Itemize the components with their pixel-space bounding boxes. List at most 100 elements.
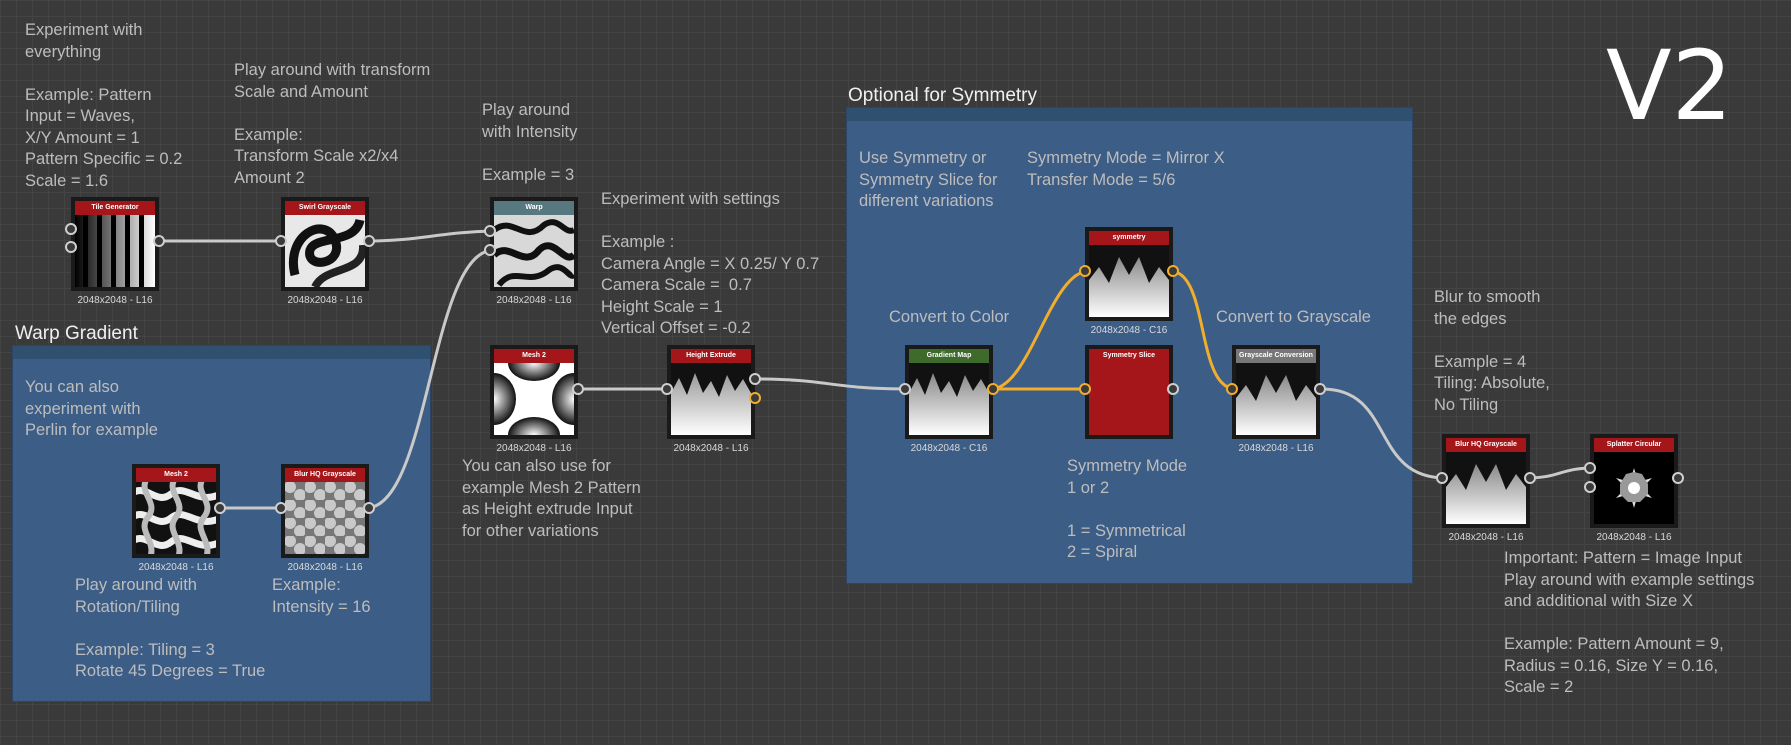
comment-swirl: Play around with transform Scale and Amo… [234, 61, 431, 187]
node-symmetry-title: symmetry [1089, 231, 1169, 245]
node-mesh2-bottom-res: 2048x2048 - L16 [138, 562, 214, 573]
swirl-grayscale-preview [285, 215, 365, 287]
node-mesh2-top-res: 2048x2048 - L16 [496, 443, 572, 454]
comment-rotation: Play around with Rotation/Tiling Example… [75, 576, 266, 680]
comment-tile: Experiment with everything Example: Patt… [25, 21, 183, 190]
symmetry-preview [1089, 245, 1169, 317]
wire-extrude-gradient [753, 377, 910, 391]
gradient-map-output[interactable] [987, 383, 999, 395]
comment-warp: Play around with Intensity Example = 3 [482, 101, 578, 184]
splatter-circular-input-2[interactable] [1584, 481, 1596, 493]
node-swirl-grayscale[interactable]: Swirl Grayscale 2048x2048 - L16 [275, 197, 375, 306]
mesh2-top-preview [494, 363, 574, 435]
height-extrude-output-2[interactable] [749, 392, 761, 404]
node-warp[interactable]: Warp 2048x2048 - L16 [484, 197, 578, 306]
blur-hq-right-output[interactable] [1524, 472, 1536, 484]
wire-gray-blurright [1321, 387, 1447, 480]
node-height-extrude[interactable]: Height Extrude 2048x2048 - L16 [661, 345, 761, 454]
wire-swirl-warp [365, 229, 495, 243]
node-grayscale-conversion[interactable]: Grayscale Conversion 2048x2048 - L16 [1226, 345, 1326, 454]
tile-generator-input-2[interactable] [65, 241, 77, 253]
comment-blur: Blur to smooth the edges Example = 4 Til… [1434, 288, 1550, 414]
tile-generator-output[interactable] [153, 235, 165, 247]
blur-hq-left-input[interactable] [275, 502, 287, 514]
node-grayscale-conversion-title: Grayscale Conversion [1236, 349, 1316, 363]
node-blur-hq-right[interactable]: Blur HQ Grayscale 2048x2048 - L16 [1436, 434, 1536, 543]
symmetry-slice-preview [1089, 363, 1169, 435]
node-splatter-circular[interactable]: Splatter Circular 2048x2048 - L16 [1584, 434, 1684, 543]
comment-perlin: You can also experiment with Perlin for … [25, 378, 158, 439]
warp-input-2[interactable] [484, 244, 496, 256]
blur-hq-left-preview [285, 482, 365, 554]
node-blur-hq-right-title: Blur HQ Grayscale [1446, 438, 1526, 452]
blur-hq-right-input[interactable] [1436, 472, 1448, 484]
node-tile-generator-title: Tile Generator [75, 201, 155, 215]
node-mesh2-top[interactable]: Mesh 2 2048x2048 - L16 [490, 345, 584, 454]
node-mesh2-top-title: Mesh 2 [494, 349, 574, 363]
mesh2-top-output[interactable] [572, 383, 584, 395]
node-symmetry[interactable]: symmetry 2048x2048 - C16 [1079, 227, 1179, 336]
gradient-map-preview [909, 363, 989, 435]
symmetry-slice-output[interactable] [1167, 383, 1179, 395]
wire-symmetry-gray [1169, 269, 1237, 391]
node-symmetry-slice-title: Symmetry Slice [1089, 349, 1169, 363]
node-grayscale-conversion-res: 2048x2048 - L16 [1238, 443, 1314, 454]
symmetry-frame-title: Optional for Symmetry [848, 85, 1037, 106]
node-tile-generator[interactable]: Tile Generator 2048x2048 - L16 [65, 197, 165, 306]
splatter-circular-input-1[interactable] [1584, 462, 1596, 474]
node-tile-generator-res: 2048x2048 - L16 [77, 295, 153, 306]
symmetry-output[interactable] [1167, 265, 1179, 277]
node-blur-hq-left[interactable]: Blur HQ Grayscale 2048x2048 - L16 [275, 464, 375, 573]
version-label: V2 [1606, 30, 1733, 142]
mesh2-bottom-preview [136, 482, 216, 554]
node-swirl-grayscale-res: 2048x2048 - L16 [287, 295, 363, 306]
node-gradient-map-res: 2048x2048 - C16 [910, 443, 988, 454]
node-symmetry-slice[interactable]: Symmetry Slice [1079, 345, 1179, 439]
symmetry-slice-input[interactable] [1079, 383, 1091, 395]
node-splatter-circular-res: 2048x2048 - L16 [1596, 532, 1672, 543]
height-extrude-output-1[interactable] [749, 373, 761, 385]
grayscale-conversion-input[interactable] [1226, 383, 1238, 395]
gradient-map-input[interactable] [899, 383, 911, 395]
blur-hq-right-preview [1446, 452, 1526, 524]
mesh2-bottom-output[interactable] [214, 502, 226, 514]
node-warp-title: Warp [494, 201, 574, 215]
node-blur-hq-left-res: 2048x2048 - L16 [287, 562, 363, 573]
node-mesh2-bottom[interactable]: Mesh 2 2048x2048 - L16 [132, 464, 226, 573]
comment-sym-mode2: Symmetry Mode 1 or 2 1 = Symmetrical 2 =… [1067, 457, 1188, 561]
node-height-extrude-res: 2048x2048 - L16 [673, 443, 749, 454]
node-swirl-grayscale-title: Swirl Grayscale [285, 201, 365, 215]
node-height-extrude-title: Height Extrude [671, 349, 751, 363]
blur-hq-left-output[interactable] [363, 502, 375, 514]
node-symmetry-res: 2048x2048 - C16 [1090, 325, 1168, 336]
node-splatter-circular-title: Splatter Circular [1594, 438, 1674, 452]
height-extrude-input[interactable] [661, 383, 673, 395]
tile-generator-preview [75, 215, 155, 287]
grayscale-conversion-preview [1236, 363, 1316, 435]
comment-to-color: Convert to Color [889, 308, 1010, 326]
node-mesh2-bottom-title: Mesh 2 [136, 468, 216, 482]
warp-input-1[interactable] [484, 225, 496, 237]
comment-mesh-alt: You can also use for example Mesh 2 Patt… [462, 457, 641, 540]
comment-to-gray: Convert to Grayscale [1216, 308, 1371, 326]
comment-intensity16: Example: Intensity = 16 [272, 576, 371, 616]
height-extrude-preview [671, 363, 751, 435]
wire-gradient-symmetry [990, 269, 1090, 391]
comment-sym-mode: Symmetry Mode = Mirror X Transfer Mode =… [1027, 149, 1225, 189]
comment-splatter: Important: Pattern = Image Input Play ar… [1504, 549, 1755, 696]
warp-gradient-frame-title: Warp Gradient [15, 323, 138, 344]
wire-blurleft-warp [365, 248, 495, 510]
grayscale-conversion-output[interactable] [1314, 383, 1326, 395]
tile-generator-input-1[interactable] [65, 223, 77, 235]
swirl-grayscale-output[interactable] [363, 235, 375, 247]
comment-settings: Experiment with settings Example : Camer… [601, 190, 820, 337]
node-gradient-map-title: Gradient Map [909, 349, 989, 363]
swirl-grayscale-input[interactable] [275, 235, 287, 247]
node-gradient-map[interactable]: Gradient Map 2048x2048 - C16 [899, 345, 999, 454]
warp-preview [494, 215, 574, 287]
symmetry-input[interactable] [1079, 265, 1091, 277]
splatter-circular-output[interactable] [1672, 472, 1684, 484]
node-blur-hq-left-title: Blur HQ Grayscale [285, 468, 365, 482]
node-warp-res: 2048x2048 - L16 [496, 295, 572, 306]
